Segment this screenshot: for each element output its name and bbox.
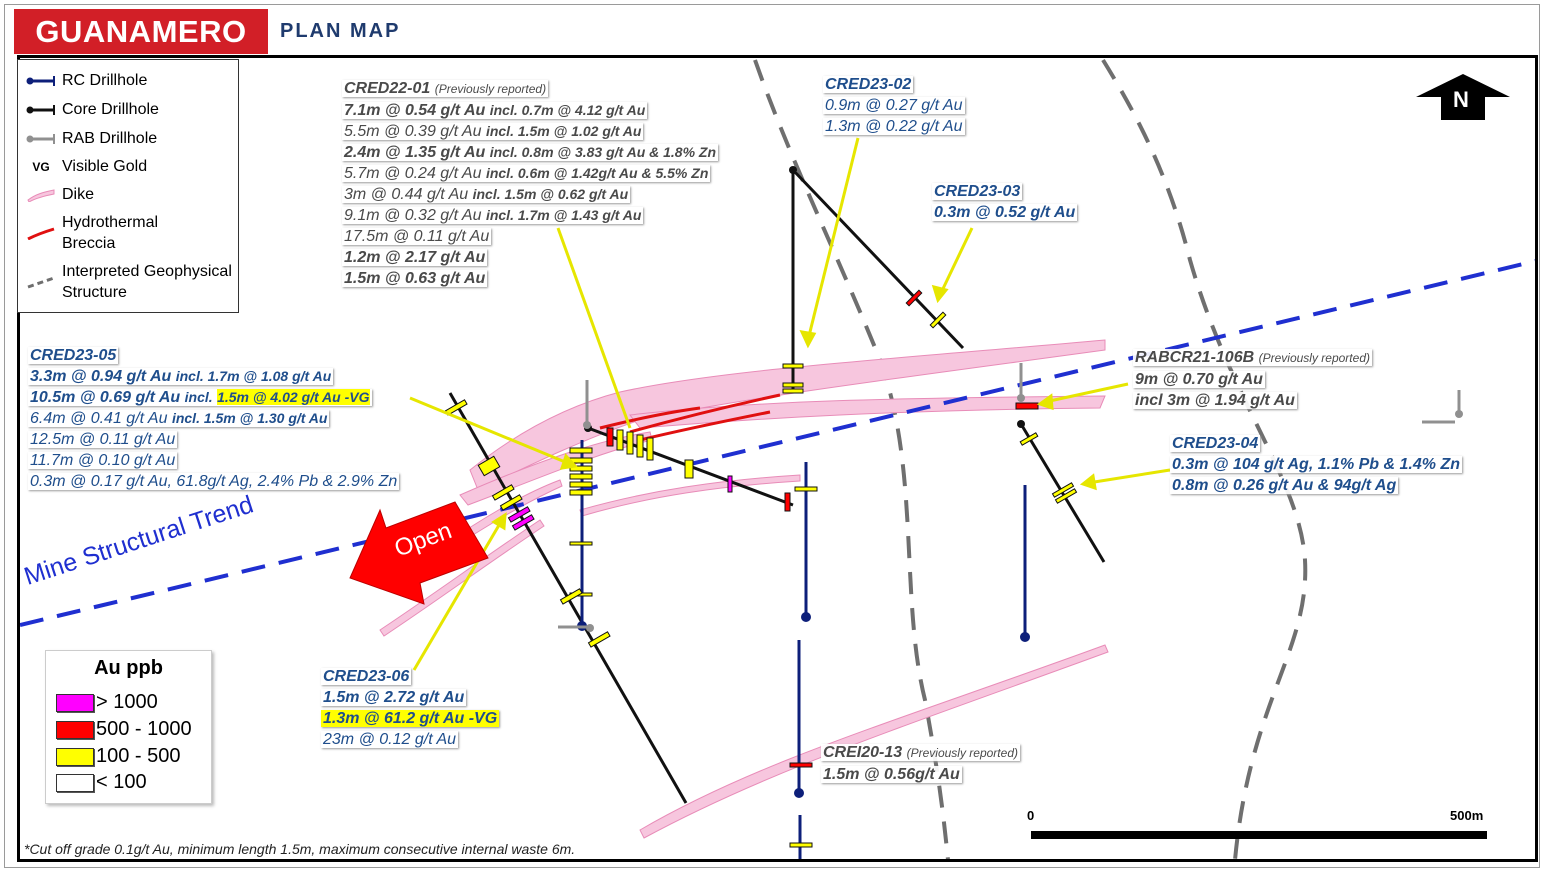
legend-dike: Dike [26, 184, 94, 205]
au-legend-item: > 1000 [56, 691, 158, 714]
visible-gold-symbol: VG [32, 159, 50, 174]
rab-drillhole-icon [26, 133, 55, 144]
legend-geophysical-structure: Interpreted Geophysical Structure [26, 261, 236, 303]
map-legend: RC Drillhole Core Drillhole RAB Drillhol… [17, 59, 239, 313]
label-rabcr21-106b: RABCR21-106B (Previously reported) 9m @ … [1133, 349, 1372, 409]
outer-frame [4, 4, 1540, 868]
au-legend-item: 500 - 1000 [56, 718, 192, 741]
legend-rc-drillhole: RC Drillhole [26, 70, 147, 91]
label-cred23-06: CRED23-06 1.5m @ 2.72 g/t Au 1.3m @ 61.2… [321, 668, 500, 748]
map-frame [17, 55, 1538, 862]
au-ppb-legend: Au ppb > 1000 500 - 1000 100 - 500 < 100 [45, 650, 212, 804]
open-arrow [349, 501, 489, 605]
label-crei20-13: CREI20-13 (Previously reported) 1.5m @ 0… [821, 744, 1020, 783]
hydrothermal-breccia [599, 393, 781, 442]
label-cred23-05: CRED23-05 3.3m @ 0.94 g/t Au incl. 1.7m … [28, 347, 400, 490]
legend-rab-drillhole: RAB Drillhole [26, 128, 157, 149]
label-cred23-03: CRED23-03 0.3m @ 0.52 g/t Au [932, 183, 1078, 221]
legend-breccia: Hydrothermal Breccia [26, 212, 226, 254]
mine-structural-trend-line [20, 259, 1535, 627]
footnote: *Cut off grade 0.1g/t Au, minimum length… [24, 841, 576, 857]
au-legend-item: < 100 [56, 771, 147, 794]
geophysical-structure-1 [753, 59, 950, 859]
geophysical-structure-icon [27, 276, 55, 289]
core-drillhole-icon [26, 104, 55, 115]
label-cred22-01: CRED22-01 (Previously reported) 7.1m @ 0… [342, 80, 719, 287]
scale-bar [1031, 831, 1487, 839]
scale-end-label: 500m [1450, 808, 1484, 823]
au-legend-item: 100 - 500 [56, 745, 181, 768]
north-arrow-icon [1416, 74, 1510, 120]
rc-drillhole-icon [26, 75, 55, 86]
drillhole-cred23-03 [791, 168, 965, 350]
map-title: GUANAMERO [14, 9, 268, 54]
legend-visible-gold: VG Visible Gold [26, 156, 147, 177]
north-label: N [1453, 87, 1469, 112]
label-cred23-02: CRED23-02 0.9m @ 0.27 g/t Au 1.3m @ 0.22… [823, 76, 965, 135]
scale-start-label: 0 [1027, 808, 1035, 823]
legend-core-drillhole: Core Drillhole [26, 99, 159, 120]
breccia-icon [27, 227, 55, 240]
dike-icon [27, 188, 55, 202]
au-legend-title: Au ppb [94, 657, 163, 679]
label-cred23-04: CRED23-04 0.3m @ 104 g/t Ag, 1.1% Pb & 1… [1170, 435, 1462, 494]
map-subtitle: PLAN MAP [280, 20, 401, 42]
